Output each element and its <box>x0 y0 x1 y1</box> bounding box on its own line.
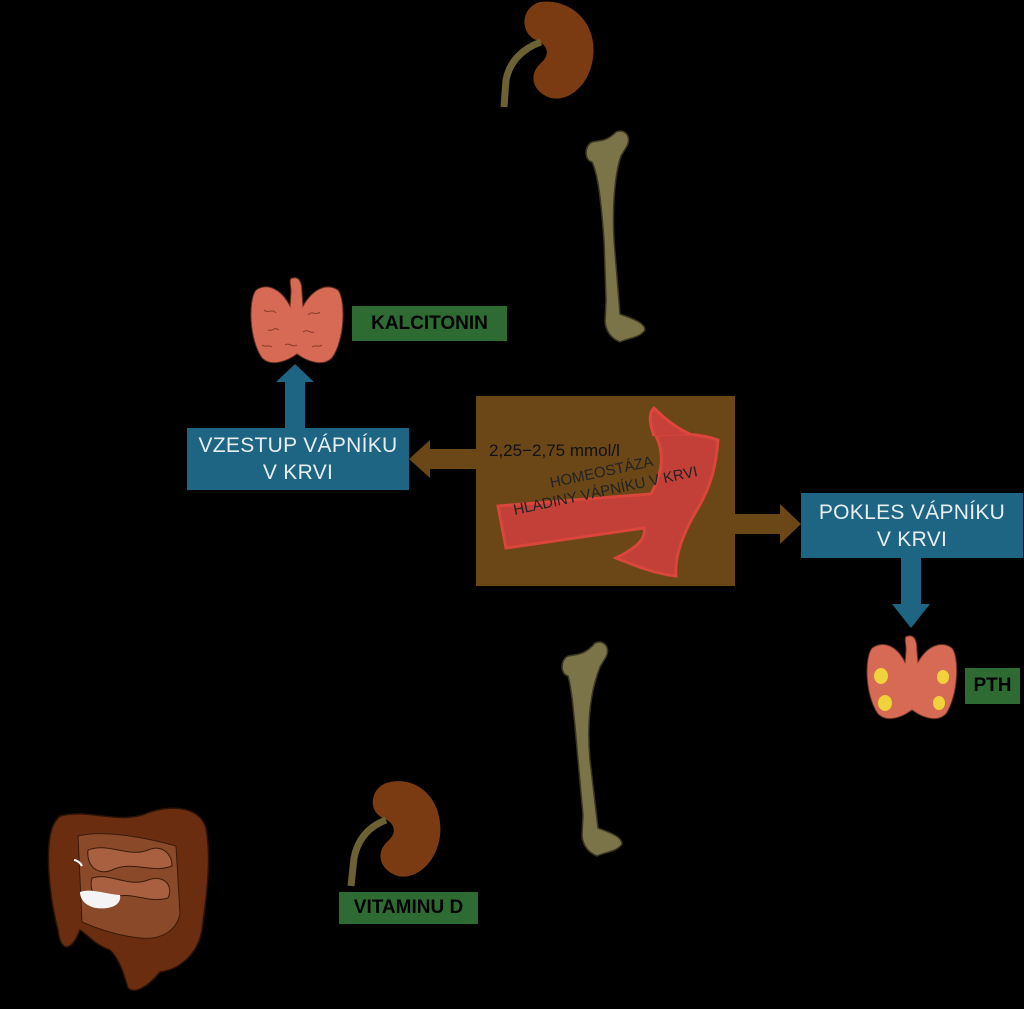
calcium-range-label: 2,25−2,75 mmol/l <box>489 441 620 460</box>
calcium-fall-line2: V KRVI <box>876 527 948 551</box>
bone-icon <box>561 641 623 857</box>
arrow-down-to-parathyroid <box>892 558 930 628</box>
thyroid-icon <box>250 277 344 364</box>
calcium-rise-line1: VZESTUP VÁPNÍKU <box>198 434 398 457</box>
calcium-rise-box: VZESTUP VÁPNÍKU V KRVI <box>187 428 409 490</box>
kidney-icon <box>500 1 594 108</box>
calcitonin-label: KALCITONIN <box>352 306 507 341</box>
intestine-icon <box>47 807 210 992</box>
blood-vessel-icon <box>496 405 720 578</box>
kidney-icon <box>347 781 441 887</box>
calcium-fall-box: POKLES VÁPNÍKU V KRVI <box>801 493 1023 558</box>
arrow-left-to-rise <box>409 440 476 478</box>
calcium-fall-line1: POKLES VÁPNÍKU <box>818 500 1006 524</box>
calcium-rise-line2: V KRVI <box>262 461 334 484</box>
vitamin-d-label: VITAMINU D <box>339 892 478 924</box>
parathyroid-icon <box>866 635 958 720</box>
arrow-right-to-fall <box>735 504 801 544</box>
arrow-up-to-thyroid <box>276 364 314 428</box>
bone-icon <box>585 130 646 343</box>
pth-label: PTH <box>965 668 1020 704</box>
